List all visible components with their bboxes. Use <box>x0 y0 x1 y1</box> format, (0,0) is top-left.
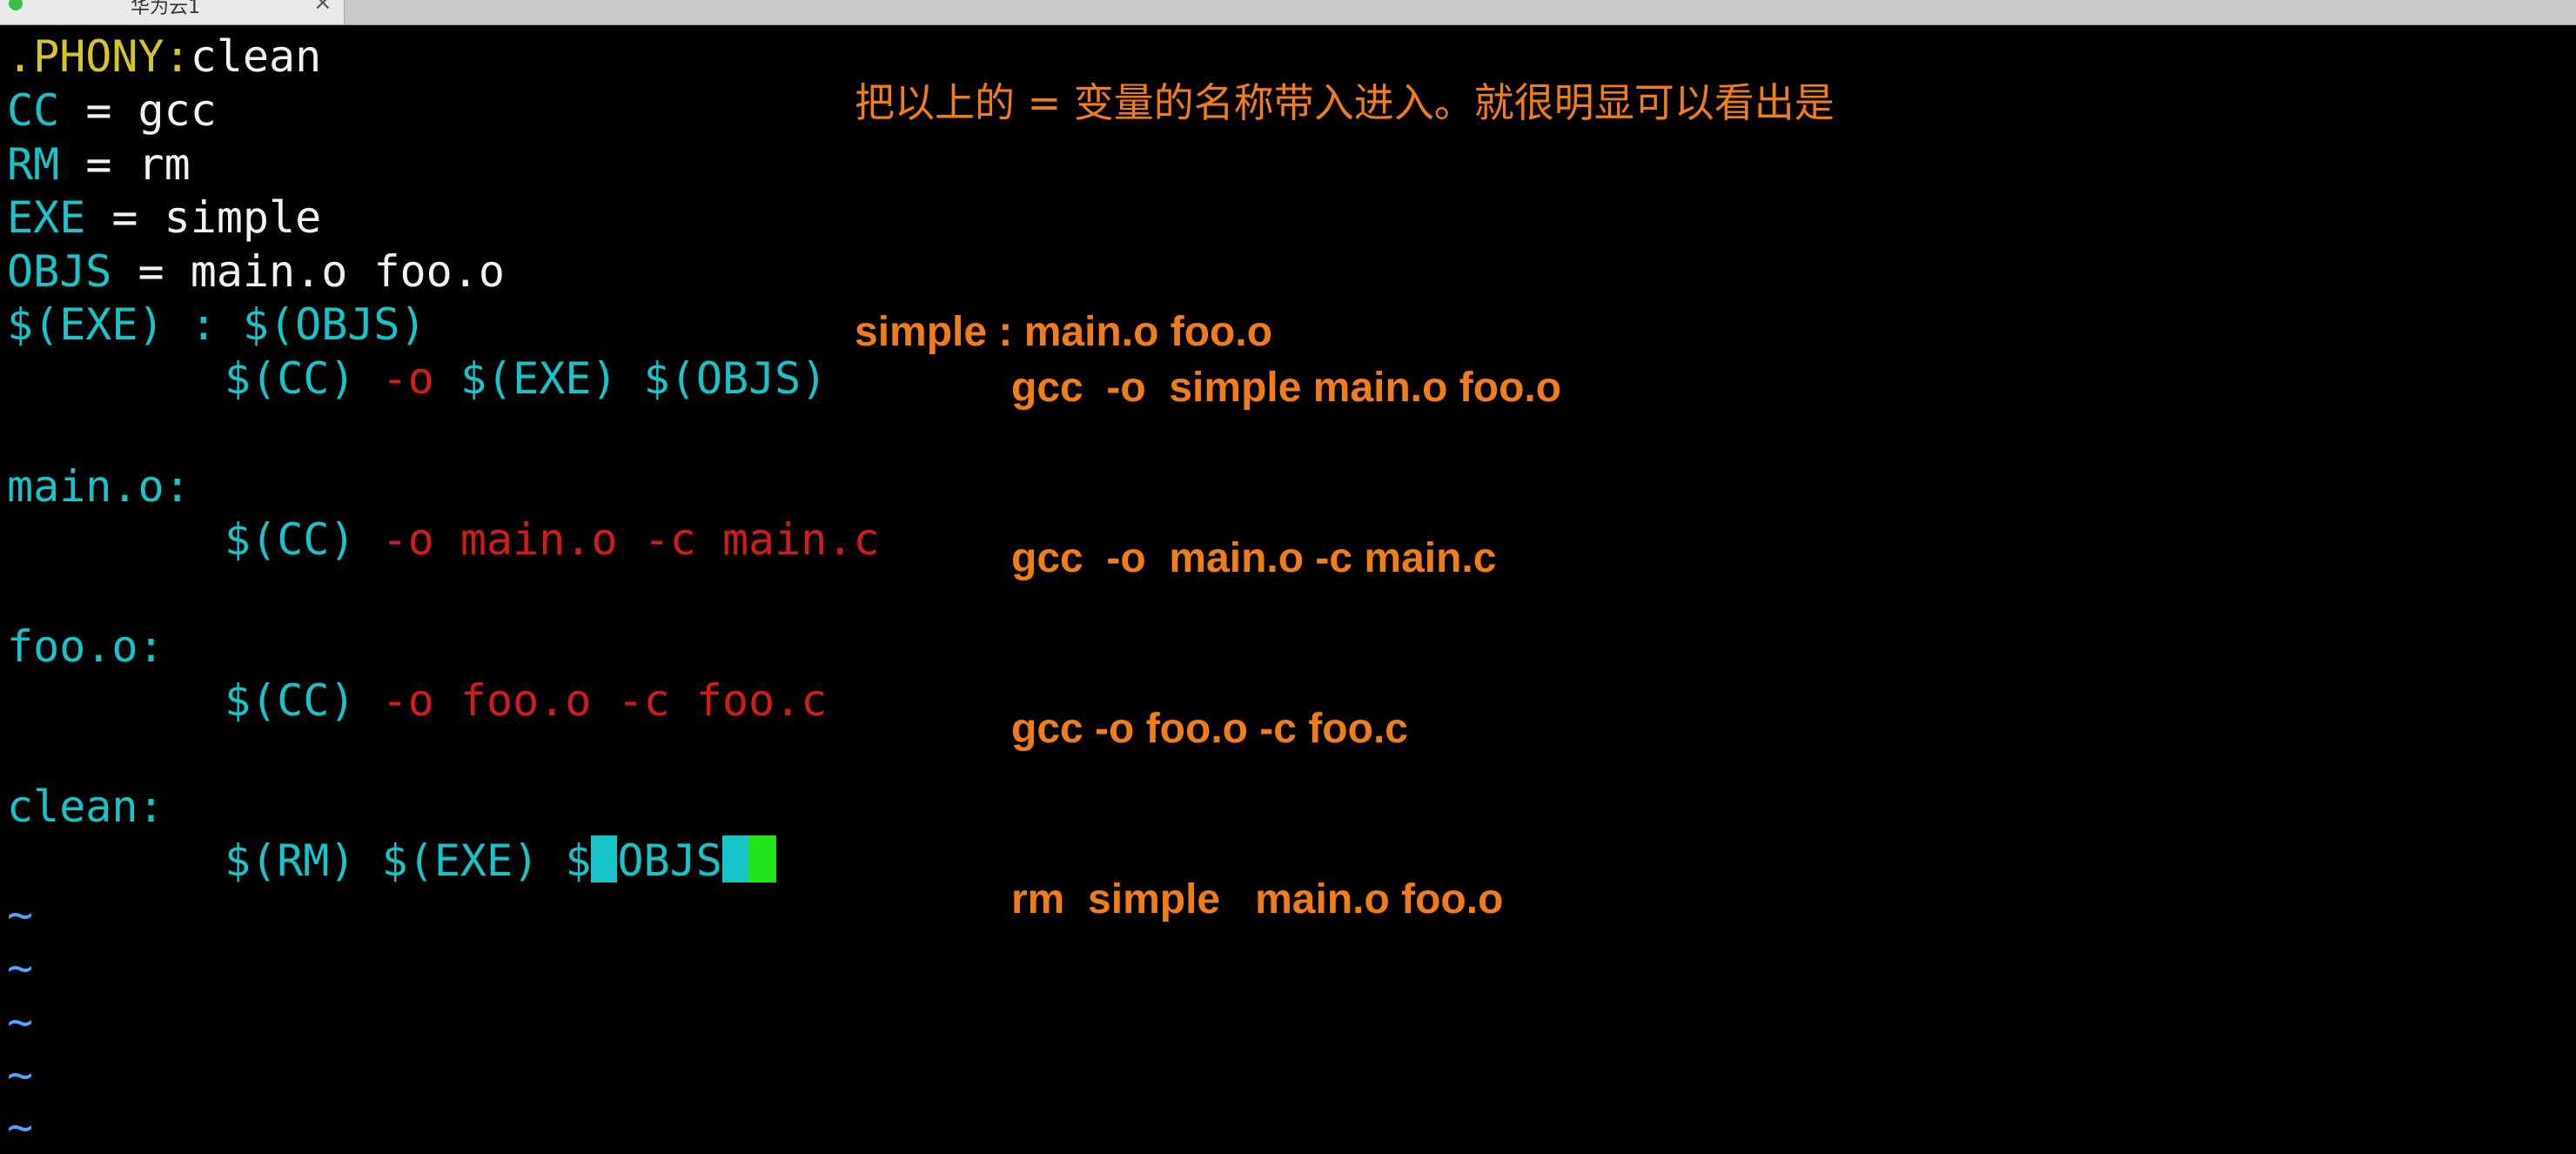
var-value: rm <box>138 139 191 190</box>
empty-line-tilde: ~ <box>7 1050 34 1100</box>
cmd-args: $(RM) $(EXE) $ <box>225 835 592 886</box>
cmd-args: OBJS <box>617 835 722 886</box>
code-line-rule4-target: clean: <box>7 780 164 834</box>
code-line-rule1-target: $(EXE) : $(OBJS) <box>7 298 426 352</box>
annotation-rule2-cmd: gcc -o main.o -c main.c <box>1011 535 1497 581</box>
annotation-rule3-cmd: gcc -o foo.o -c foo.c <box>1011 706 1408 752</box>
var-value: main.o foo.o <box>190 246 505 297</box>
rule-target: main.o: <box>7 461 191 512</box>
rule-target: $(EXE) : $(OBJS) <box>7 299 426 350</box>
var-name: CC <box>7 85 60 136</box>
var-value: simple <box>164 192 322 243</box>
annotation-rule1-target: simple : main.o foo.o <box>855 309 1273 355</box>
cmd-var: $(CC) <box>225 675 356 726</box>
empty-line-tilde: ~ <box>7 943 34 993</box>
tab-bar: 华为云1 × <box>0 0 2576 25</box>
code-line-rule3-target: foo.o: <box>7 620 164 674</box>
code-line-rule2-target: main.o: <box>7 460 191 513</box>
assign-op: = <box>59 85 138 136</box>
code-line-objs: OBJS = main.o foo.o <box>7 245 505 299</box>
annotation-rule1-cmd: gcc -o simple main.o foo.o <box>1011 365 1562 411</box>
match-highlight <box>721 835 748 882</box>
connection-status-icon <box>9 0 23 10</box>
empty-line-tilde: ~ <box>7 996 34 1047</box>
terminal-tab[interactable]: 华为云1 × <box>0 0 345 24</box>
annotation-header: 把以上的 = 变量的名称带入进入。就很明显可以看出是 <box>855 79 1835 126</box>
phony-value: clean <box>190 31 322 82</box>
cmd-flag: -o <box>355 353 460 404</box>
cmd-args: -o foo.o -c foo.c <box>355 675 828 726</box>
code-line-rm: RM = rm <box>7 138 191 191</box>
empty-line-tilde: ~ <box>7 1102 34 1152</box>
rule-target: foo.o: <box>7 621 164 672</box>
code-line-exe: EXE = simple <box>7 191 321 245</box>
var-name: RM <box>7 139 60 190</box>
code-line-rule2-cmd: $(CC) -o main.o -c main.c <box>225 513 880 567</box>
close-icon[interactable]: × <box>313 0 332 16</box>
var-value: gcc <box>138 85 217 136</box>
assign-op: = <box>111 246 191 297</box>
text-cursor <box>748 835 776 882</box>
assign-op: = <box>85 192 164 243</box>
empty-line-tilde: ~ <box>7 889 34 940</box>
match-highlight <box>591 835 618 882</box>
tab-title: 华为云1 <box>131 0 200 18</box>
code-line-phony: .PHONY:clean <box>7 30 321 84</box>
terminal-editor[interactable]: .PHONY:clean CC = gcc RM = rm EXE = simp… <box>0 24 2576 1152</box>
cmd-arg: $(EXE) <box>460 353 618 404</box>
var-name: OBJS <box>7 246 112 297</box>
code-line-rule4-cmd: $(RM) $(EXE) $ OBJS <box>225 834 776 888</box>
phony-keyword: .PHONY: <box>7 31 191 82</box>
rule-target: clean: <box>7 782 164 832</box>
cmd-args: -o main.o -c main.c <box>355 514 880 565</box>
code-line-cc: CC = gcc <box>7 84 217 138</box>
cmd-var: $(CC) <box>225 514 356 565</box>
cmd-arg: $(OBJS) <box>617 353 828 404</box>
assign-op: = <box>59 139 138 190</box>
var-name: EXE <box>7 192 86 243</box>
code-line-rule3-cmd: $(CC) -o foo.o -c foo.c <box>225 674 827 728</box>
code-line-rule1-cmd: $(CC) -o $(EXE) $(OBJS) <box>225 352 827 406</box>
annotation-rule4-cmd: rm simple main.o foo.o <box>1011 876 1504 923</box>
cmd-var: $(CC) <box>225 353 356 404</box>
